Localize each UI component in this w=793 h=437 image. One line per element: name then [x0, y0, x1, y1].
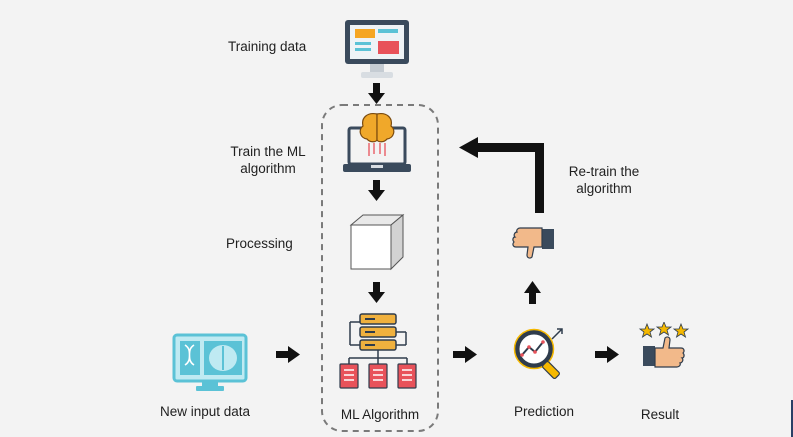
label-ml-algorithm: ML Algorithm	[340, 407, 420, 422]
server-stack-icon	[339, 313, 417, 389]
laptop-brain-icon	[343, 113, 411, 172]
arrow-processing-to-algorithm	[368, 282, 385, 303]
arrow-training-to-train	[368, 83, 385, 104]
label-retrain-algorithm: Re-train the algorithm	[568, 164, 640, 196]
label-result: Result	[640, 407, 680, 422]
scan-monitor-icon	[172, 333, 248, 391]
ml-pipeline-container	[321, 104, 439, 432]
arrow-prediction-to-result	[595, 346, 619, 363]
window-edge-bar	[791, 400, 793, 437]
arrow-algorithm-to-prediction	[453, 346, 477, 363]
arrow-prediction-to-feedback	[524, 281, 541, 304]
arrow-retrain-loop	[459, 137, 544, 213]
label-train-algorithm: Train the ML algorithm	[230, 144, 306, 176]
thumbs-down-icon	[512, 227, 554, 259]
label-new-input-data: New input data	[159, 404, 251, 419]
monitor-icon	[345, 20, 409, 78]
arrow-input-to-algorithm	[276, 346, 300, 363]
arrow-train-to-processing	[368, 180, 385, 201]
label-prediction: Prediction	[513, 404, 575, 419]
label-training-data: Training data	[228, 39, 307, 54]
label-processing: Processing	[226, 236, 293, 251]
magnifier-chart-icon	[513, 328, 563, 379]
cube-icon	[349, 213, 405, 271]
thumbs-up-stars-icon	[638, 322, 690, 368]
